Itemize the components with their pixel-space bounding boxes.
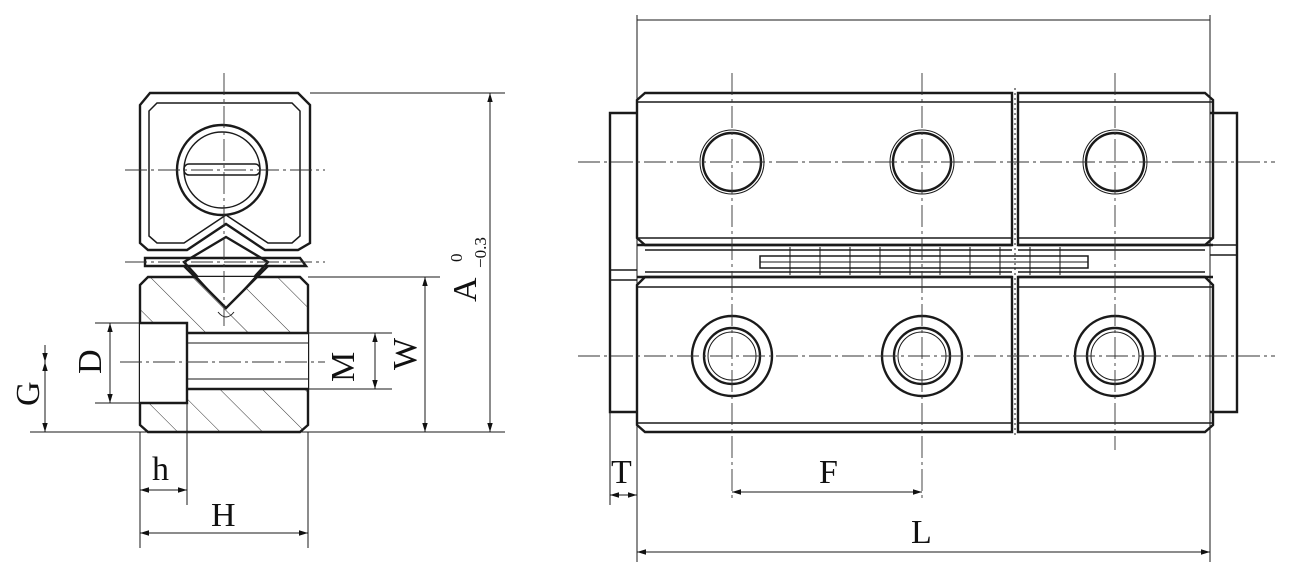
tolerance-lower: −0.3: [471, 237, 490, 268]
upper-clamp-block: [138, 91, 312, 252]
label-A: A: [447, 277, 484, 302]
label-F: F: [819, 454, 838, 491]
label-h: h: [152, 451, 169, 488]
label-T: T: [611, 454, 632, 491]
front-upper-block: [635, 91, 1215, 247]
lower-section-block: [138, 265, 310, 434]
side-view: A 0 −0.3 W M D G h H: [10, 73, 505, 548]
front-lower-block: [635, 275, 1215, 434]
label-W: W: [387, 337, 424, 370]
front-view: T F L: [578, 15, 1275, 562]
label-L: L: [911, 514, 932, 551]
graduated-scale: [759, 247, 1089, 275]
front-middle-strip: [637, 243, 1213, 279]
tolerance-upper: 0: [447, 254, 466, 263]
label-D: D: [72, 349, 109, 374]
left-end-tab: [608, 111, 637, 414]
label-M: M: [325, 352, 362, 382]
label-G: G: [10, 381, 47, 406]
right-end-tab: [1210, 111, 1239, 414]
label-H: H: [211, 497, 236, 534]
screw-head: [175, 123, 269, 217]
